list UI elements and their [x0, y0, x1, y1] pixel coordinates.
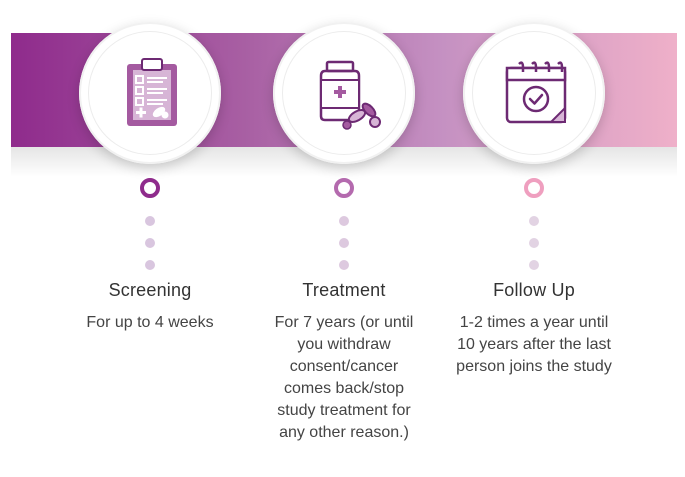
step-description: For 7 years (or until you withdraw conse… [274, 314, 414, 441]
timeline-dot [339, 216, 349, 226]
step-title: Follow Up [493, 280, 575, 300]
timeline-dot [145, 260, 155, 270]
icon-circle [463, 22, 605, 164]
step-screening: Screening For up to 4 weeks [45, 0, 255, 477]
step-description: 1-2 times a year until 10 years after th… [456, 314, 612, 375]
step-title: Screening [108, 280, 192, 300]
calendar-check-icon [505, 61, 567, 124]
step-description: For up to 4 weeks [86, 314, 214, 331]
timeline-dot [145, 216, 155, 226]
medicine-bottle-pills-icon [319, 60, 381, 130]
timeline-dot [339, 238, 349, 248]
icon-circle [79, 22, 221, 164]
timeline-dot [529, 216, 539, 226]
timeline-marker [140, 178, 160, 198]
timeline-dot [529, 238, 539, 248]
clipboard-checklist-icon [127, 58, 177, 126]
timeline-dot [339, 260, 349, 270]
step-treatment: Treatment For 7 years (or until you with… [239, 0, 449, 477]
timeline-dot [145, 238, 155, 248]
timeline-marker [524, 178, 544, 198]
timeline-marker [334, 178, 354, 198]
step-follow-up: Follow Up 1-2 times a year until 10 year… [429, 0, 639, 477]
timeline-dot [529, 260, 539, 270]
step-title: Treatment [302, 280, 386, 300]
icon-circle [273, 22, 415, 164]
